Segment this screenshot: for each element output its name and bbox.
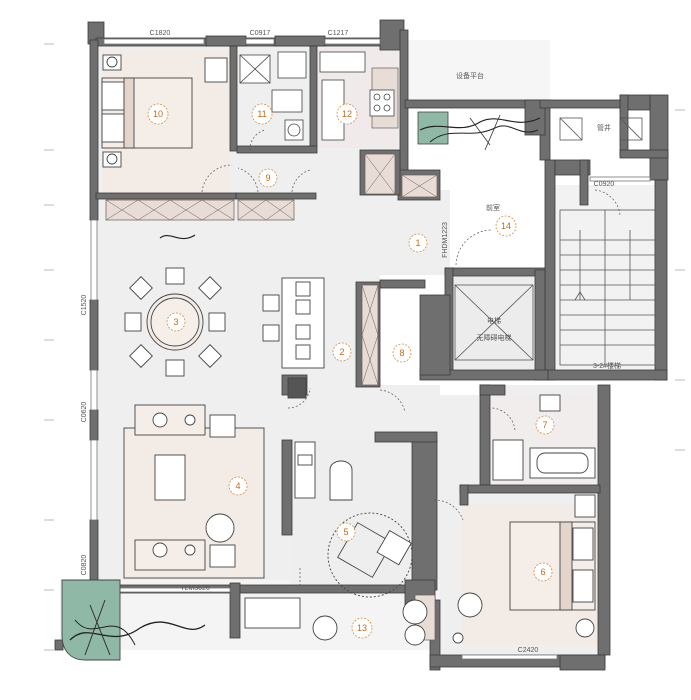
room-4-marker: 4 [228,476,248,496]
bed-10 [101,54,228,168]
svg-text:4: 4 [235,481,240,491]
staircase [559,209,656,366]
door-swings [201,129,621,585]
room-8-marker: 8 [392,343,412,363]
window-label-c0820: C0820 [81,555,88,576]
room-3-marker: 3 [166,312,186,332]
bathroom-7-fixtures [492,394,596,481]
plant-sketch [159,234,196,240]
room-1-marker: 1 [408,233,428,253]
room-13-marker: 13 [351,617,373,639]
room-11-marker: 11 [251,103,273,125]
room-5-marker: 5 [336,522,356,542]
balcony-13-fixtures [244,597,428,646]
bath-11-fixtures [239,51,307,141]
kitchen-island [262,277,325,399]
svg-text:6: 6 [540,567,545,577]
room-numbers: 1 2 3 4 5 6 7 8 9 10 11 12 13 14 [147,103,555,639]
elevator-shaft [454,284,534,361]
window-label-c0917: C0917 [250,30,271,37]
window-label-c1520: C1520 [81,295,88,316]
ruler-ticks [44,43,685,651]
balcony-plant [61,579,206,661]
svg-text:13: 13 [357,623,367,633]
equipment-platform-label: 设备平台 [456,71,484,80]
room-6-marker: 6 [533,562,553,582]
windows [90,38,651,660]
svg-text:2: 2 [339,347,344,357]
accessible-elevator-label: 无障碍电梯 [477,333,512,342]
svg-text:14: 14 [501,221,511,231]
room-10-marker: 10 [147,103,169,125]
window-label-tlm3626: TLM3626 [180,585,210,592]
window-label-c0620: C0620 [81,402,88,423]
window-label-c0920: C0920 [594,181,615,188]
svg-text:12: 12 [342,109,352,119]
svg-text:8: 8 [399,348,404,358]
elevator-label: 电梯 [487,316,501,325]
stair-label: 3-2#楼梯 [593,361,621,370]
svg-text:7: 7 [542,420,547,430]
window-label-c1820: C1820 [150,30,171,37]
svg-text:1: 1 [415,238,420,248]
room-14-marker: 14 [495,215,517,237]
corridor-label: 前室 [486,203,500,212]
svg-text:9: 9 [265,173,270,183]
equipment-platform-plant [417,111,541,151]
kitchen-12-fixtures [319,51,395,141]
room-2-marker: 2 [332,342,352,362]
shaft-boxes [559,117,643,141]
room-7-marker: 7 [535,415,555,435]
bathroom-5-fixtures [294,441,413,598]
window-label-c1217: C1217 [328,30,349,37]
door-label-fm1223: FHDM1223 [442,222,449,258]
shaft-label: 管井 [597,123,611,132]
living-room-furniture [123,404,265,579]
svg-text:3: 3 [173,317,178,327]
room-12-marker: 12 [336,103,358,125]
svg-text:11: 11 [257,109,266,119]
room-9-marker: 9 [258,168,278,188]
bed-6 [452,494,596,644]
window-label-c2420: C2420 [518,647,539,654]
svg-text:10: 10 [153,109,163,119]
svg-text:5: 5 [343,527,348,537]
